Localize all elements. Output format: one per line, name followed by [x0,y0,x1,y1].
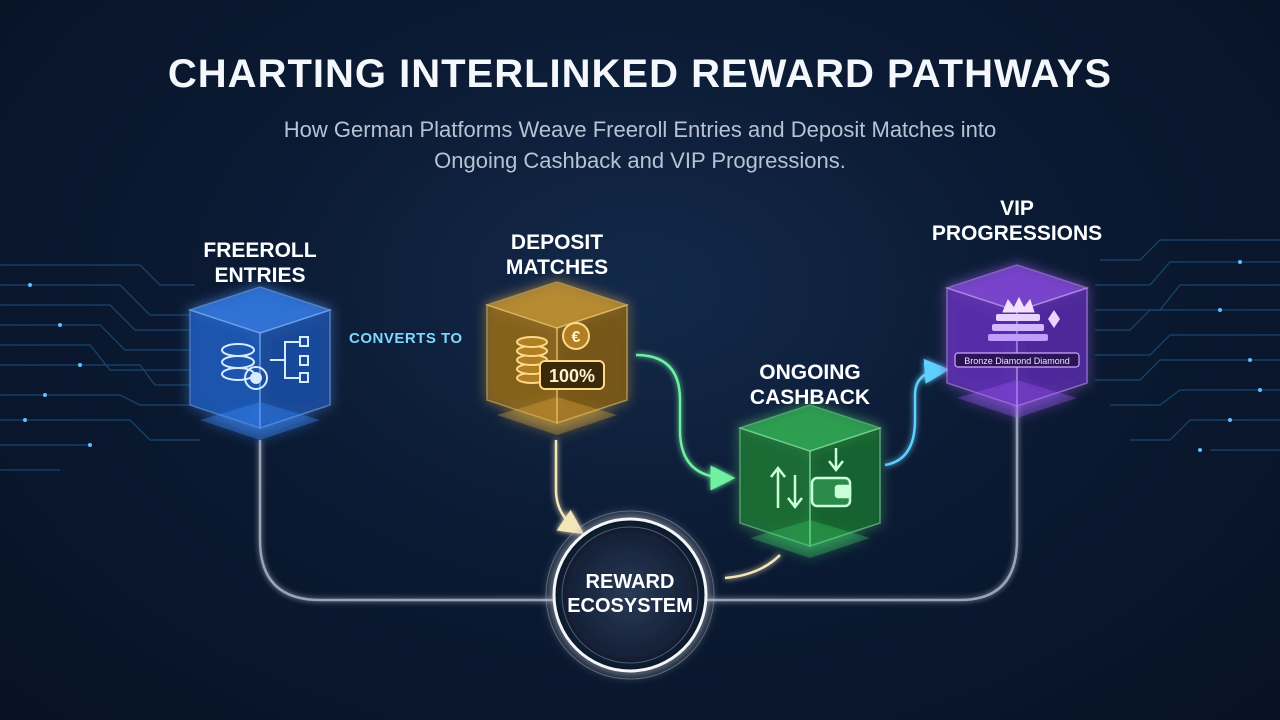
vip-tier-labels: Bronze Diamond Diamond [964,356,1070,366]
wallet-transfer-icon [770,448,852,510]
vip-label: VIP PROGRESSIONS [931,197,1103,245]
converts-to-label: CONVERTS TO [349,330,463,347]
euro-symbol: € [572,329,581,346]
percent-badge: 100% [549,366,595,386]
circuit-traces-right [1095,239,1280,451]
crown-podium-icon: Bronze Diamond Diamond [954,296,1080,368]
page-title: CHARTING INTERLINKED REWARD PATHWAYS [167,52,1113,96]
arrow-deposit-to-cashback [635,353,736,491]
ecosystem-node [545,510,715,680]
deposit-cube [484,281,630,435]
coin-stack-euro-icon: € 100% [516,322,605,390]
arrow-ecosystem-to-cashback [724,554,781,580]
loop-line-ecosystem-vip [705,400,1019,602]
vip-cube [944,264,1090,418]
page-subtitle: How German Platforms Weave Freeroll Entr… [283,117,997,173]
deposit-label: DEPOSIT MATCHES [505,231,609,279]
circuit-dots-right [1198,260,1262,452]
poker-chips-network-icon [221,336,309,390]
arrow-deposit-to-ecosystem [554,440,585,535]
circuit-dots-left [23,283,92,447]
freeroll-cube [187,286,333,440]
loop-line-freeroll-ecosystem [258,440,555,602]
circuit-traces-left [0,264,200,471]
arrow-cashback-to-vip [884,358,950,467]
cashback-cube [737,404,883,558]
cashback-label: ONGOING CASHBACK [749,361,871,409]
freeroll-label: FREEROLL ENTRIES [203,239,317,287]
ecosystem-label: REWARD ECOSYSTEM [567,571,693,617]
